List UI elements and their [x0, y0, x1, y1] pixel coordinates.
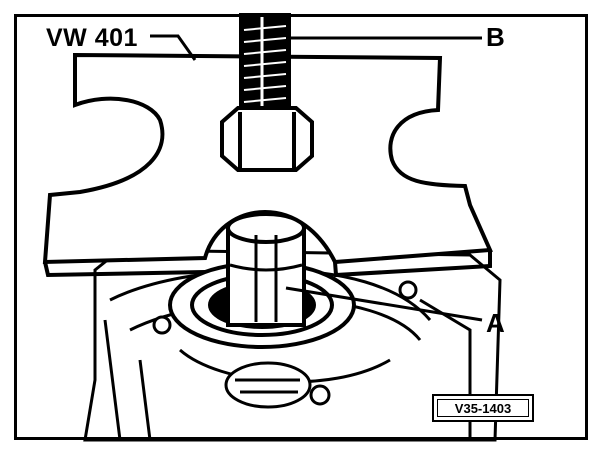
leader-lines	[150, 34, 483, 322]
spindle-b	[239, 13, 291, 125]
hex-nut	[220, 106, 314, 172]
figure-reference: V35-1403	[432, 394, 534, 422]
callout-a: A	[486, 308, 505, 338]
callout-b: B	[486, 22, 505, 52]
housing-bolts	[152, 280, 418, 406]
figure-frame	[14, 14, 588, 440]
tool-label: VW 401	[46, 24, 138, 52]
lower-gear	[224, 361, 312, 409]
